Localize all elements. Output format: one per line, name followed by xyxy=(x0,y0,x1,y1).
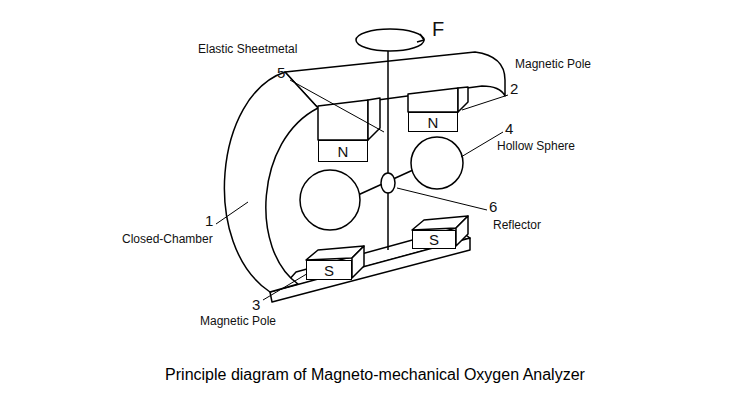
pole-body xyxy=(368,98,380,140)
callout-number: 3 xyxy=(252,296,260,313)
leader-line xyxy=(397,188,487,210)
rotation-ellipse xyxy=(356,29,424,51)
part-label: Magnetic Pole xyxy=(515,58,591,72)
pole-side xyxy=(352,246,364,278)
chamber-front-face xyxy=(224,72,318,292)
part-label: Hollow Sphere xyxy=(497,140,575,154)
part-label: Magnetic Pole xyxy=(200,315,276,329)
magnetic-pole: N xyxy=(318,140,368,162)
rotation-arrowhead xyxy=(417,34,424,42)
leader-line xyxy=(263,272,310,300)
magnetic-pole: S xyxy=(306,260,352,280)
callout-number: 4 xyxy=(505,120,513,137)
pole-letter: S xyxy=(324,263,334,278)
pole-body xyxy=(408,88,458,112)
pole-letter: N xyxy=(428,115,439,130)
pole-side xyxy=(456,216,468,246)
force-label: F xyxy=(432,18,444,41)
suspension-wire xyxy=(387,51,389,250)
reflector-mirror xyxy=(381,173,395,193)
part-label: Elastic Sheetmetal xyxy=(198,43,297,57)
hollow-sphere xyxy=(300,170,360,230)
callout-number: 6 xyxy=(489,198,497,215)
part-label: Closed-Chamber xyxy=(122,233,213,247)
callout-number: 5 xyxy=(277,64,285,81)
leader-line xyxy=(462,95,508,110)
dumbbell-rod xyxy=(358,170,413,195)
pole-body xyxy=(318,100,368,140)
leader-line xyxy=(216,202,248,224)
part-label: Reflector xyxy=(493,219,541,233)
magnetic-pole: N xyxy=(408,112,458,132)
chamber-floor xyxy=(280,228,470,290)
hollow-sphere xyxy=(411,137,463,189)
pole-letter: S xyxy=(429,232,439,247)
callout-number: 1 xyxy=(205,212,213,229)
magnetic-pole: S xyxy=(412,230,456,249)
figure-caption: Principle diagram of Magneto-mechanical … xyxy=(0,366,750,384)
callout-number: 2 xyxy=(510,80,518,97)
leader-line xyxy=(290,80,384,132)
leader-line xyxy=(461,132,503,157)
chamber-top-shell xyxy=(285,52,505,108)
pole-letter: N xyxy=(338,144,349,159)
